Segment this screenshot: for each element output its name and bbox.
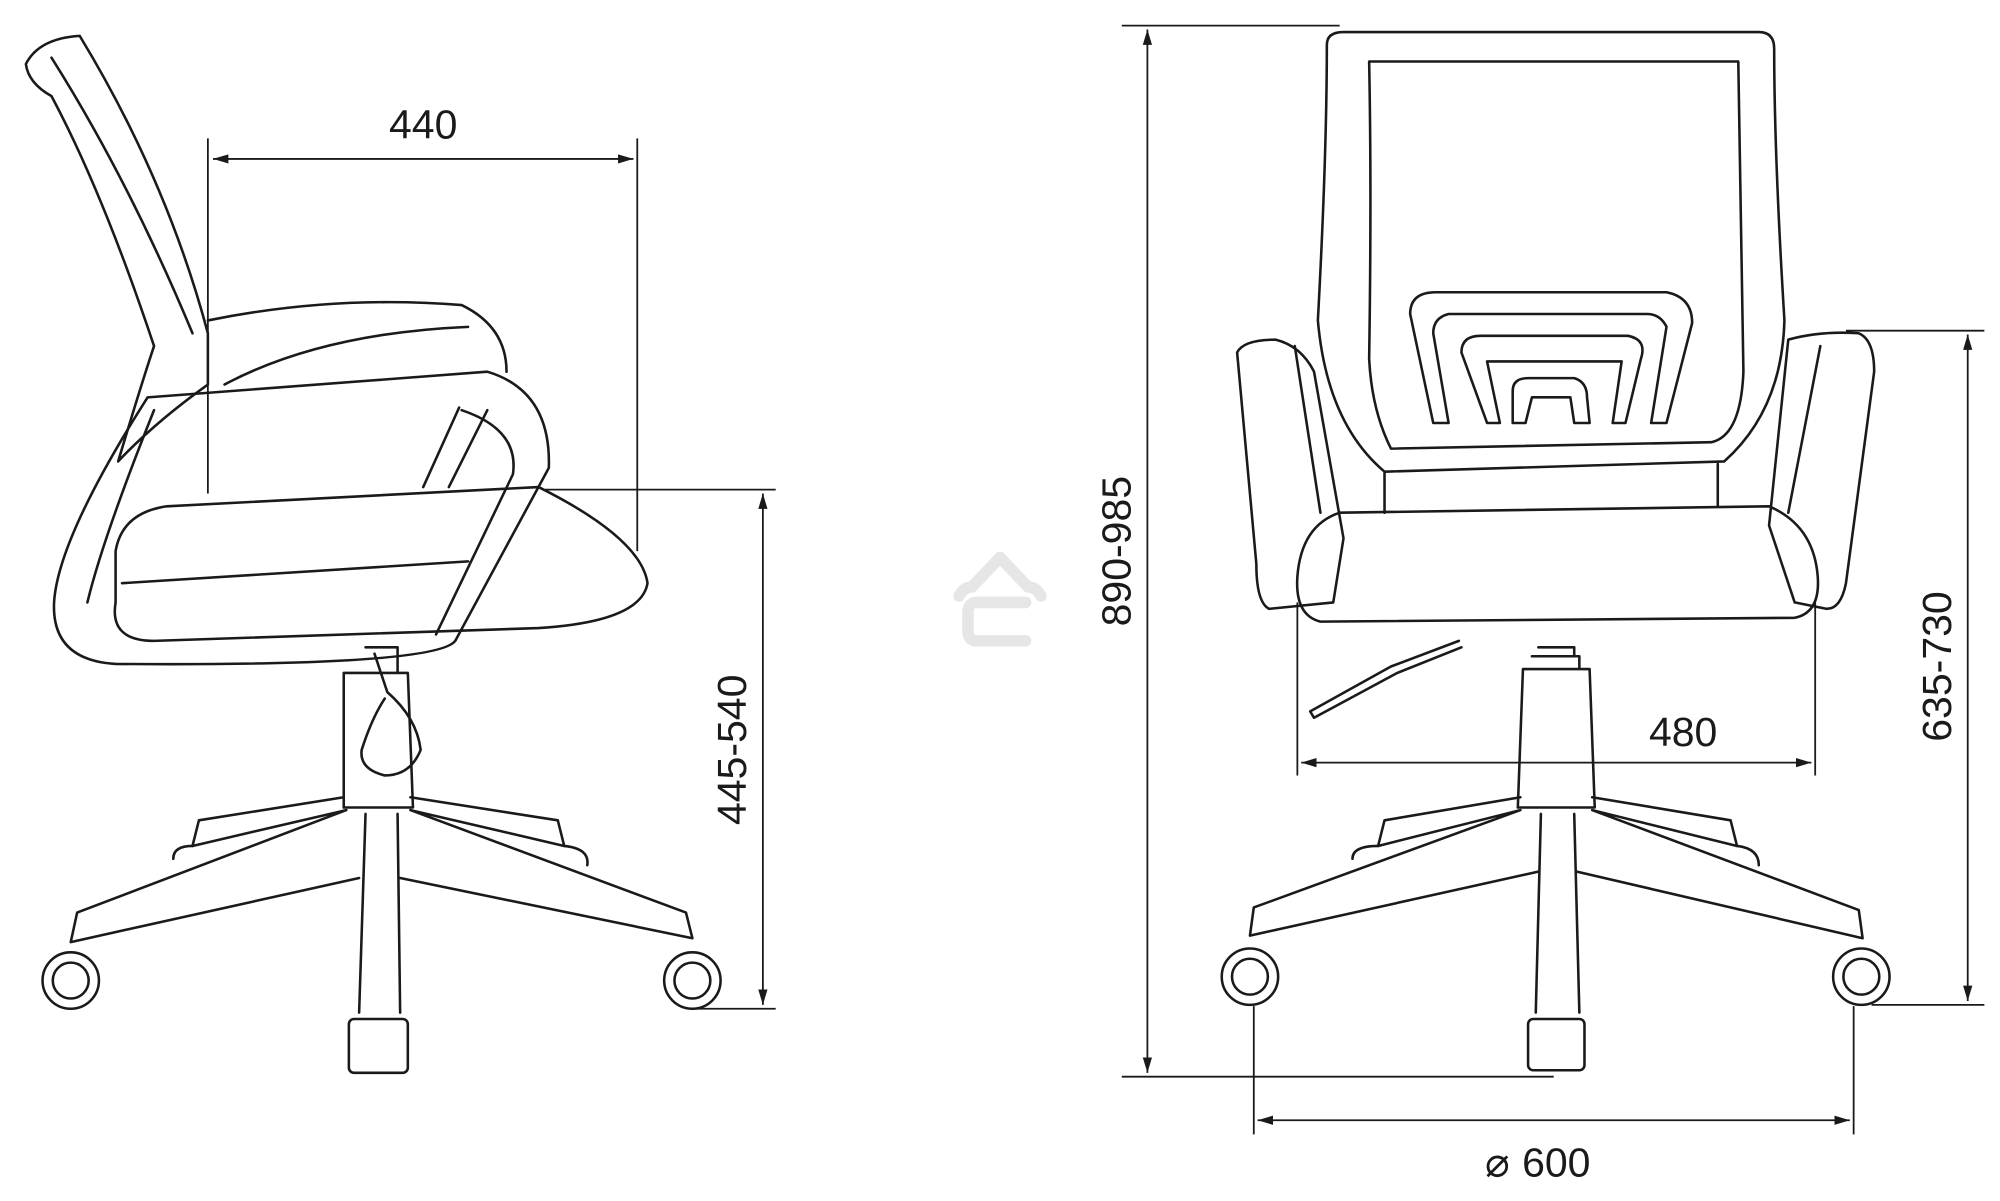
base-diameter-dimension: ⌀ 600 [1252,1006,1855,1186]
side-seat [113,485,649,643]
front-gas-lift [1516,646,1597,809]
seat-height-label: 445-540 [709,675,755,825]
front-view-chair [1220,30,1891,1072]
side-gas-lift [342,646,422,809]
armrest-height-dimension: 635-730 [1845,329,1985,1006]
seat-width-dimension: 480 [1296,602,1817,776]
seat-depth-label: 440 [389,101,457,147]
total-height-label: 890-985 [1094,476,1140,626]
side-height-dimension: 445-540 [544,488,776,1010]
base-diameter-label: 600 [1522,1140,1590,1186]
side-backrest [24,34,210,463]
side-depth-dimension: 440 [206,101,639,552]
front-lumbar [1408,290,1694,425]
front-seat [1295,505,1820,623]
side-armrest [52,370,551,666]
armrest-height-label: 635-730 [1914,591,1960,741]
house-logo-icon [953,551,1047,647]
diameter-symbol: ⌀ [1485,1140,1510,1186]
front-star-base [1248,795,1864,1014]
side-star-base [69,795,694,1014]
side-view-chair [24,34,722,1075]
total-height-dimension: 890-985 [1094,24,1554,1078]
front-right-armrest [1767,331,1876,611]
seat-width-label: 480 [1649,709,1717,755]
front-backrest [1316,30,1786,473]
front-left-armrest [1235,338,1345,611]
